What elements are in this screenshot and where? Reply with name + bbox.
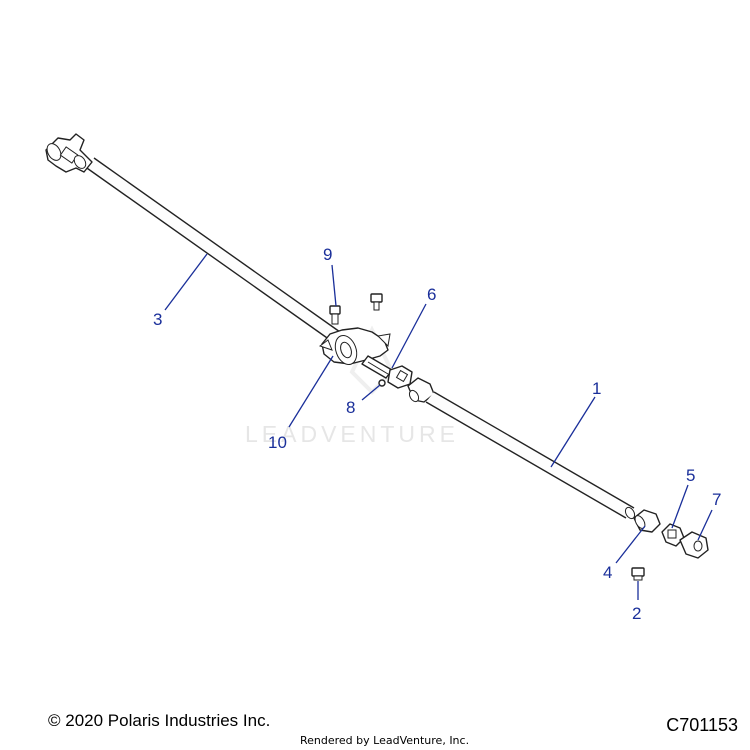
callout-3: 3 xyxy=(153,310,162,329)
rear-yoke xyxy=(45,133,93,173)
bolt-9-a xyxy=(329,305,341,325)
leader-10 xyxy=(288,355,334,428)
diagram-code: C701153 xyxy=(666,715,738,735)
callout-4: 4 xyxy=(603,563,612,582)
callout-9: 9 xyxy=(323,245,332,264)
retaining-bolt xyxy=(631,567,645,581)
rendered-by-text: Rendered by LeadVenture, Inc. xyxy=(300,734,470,747)
callout-5: 5 xyxy=(686,466,695,485)
carrier-bearing xyxy=(318,327,391,366)
callout-7: 7 xyxy=(712,490,721,509)
leader-1 xyxy=(550,396,596,468)
leader-7 xyxy=(697,509,713,541)
rear-prop-shaft xyxy=(83,157,341,341)
copyright-text: © 2020 Polaris Industries Inc. xyxy=(48,711,271,730)
center-u-joint xyxy=(387,365,413,389)
callout-2: 2 xyxy=(632,604,641,623)
leader-3 xyxy=(164,253,208,311)
front-prop-shaft xyxy=(425,391,636,520)
slip-yoke xyxy=(633,509,661,533)
bearing-bolts xyxy=(329,293,383,325)
callout-8: 8 xyxy=(346,398,355,417)
leader-lines xyxy=(164,253,713,600)
leader-4 xyxy=(615,525,646,564)
leader-5 xyxy=(671,484,689,529)
leader-9 xyxy=(331,264,337,307)
grease-fitting xyxy=(378,379,386,387)
callout-labels: 1 2 3 4 5 6 7 8 9 10 xyxy=(153,245,721,623)
callout-10: 10 xyxy=(268,433,287,452)
bolt-9-b xyxy=(370,293,383,311)
callout-6: 6 xyxy=(427,285,436,304)
end-coupler xyxy=(679,531,709,559)
callout-1: 1 xyxy=(592,379,601,398)
leader-8 xyxy=(361,384,381,401)
watermark-text: LEADVENTURE xyxy=(245,421,459,447)
watermark: LEADVENTURE xyxy=(245,325,459,447)
leader-6 xyxy=(391,303,427,369)
